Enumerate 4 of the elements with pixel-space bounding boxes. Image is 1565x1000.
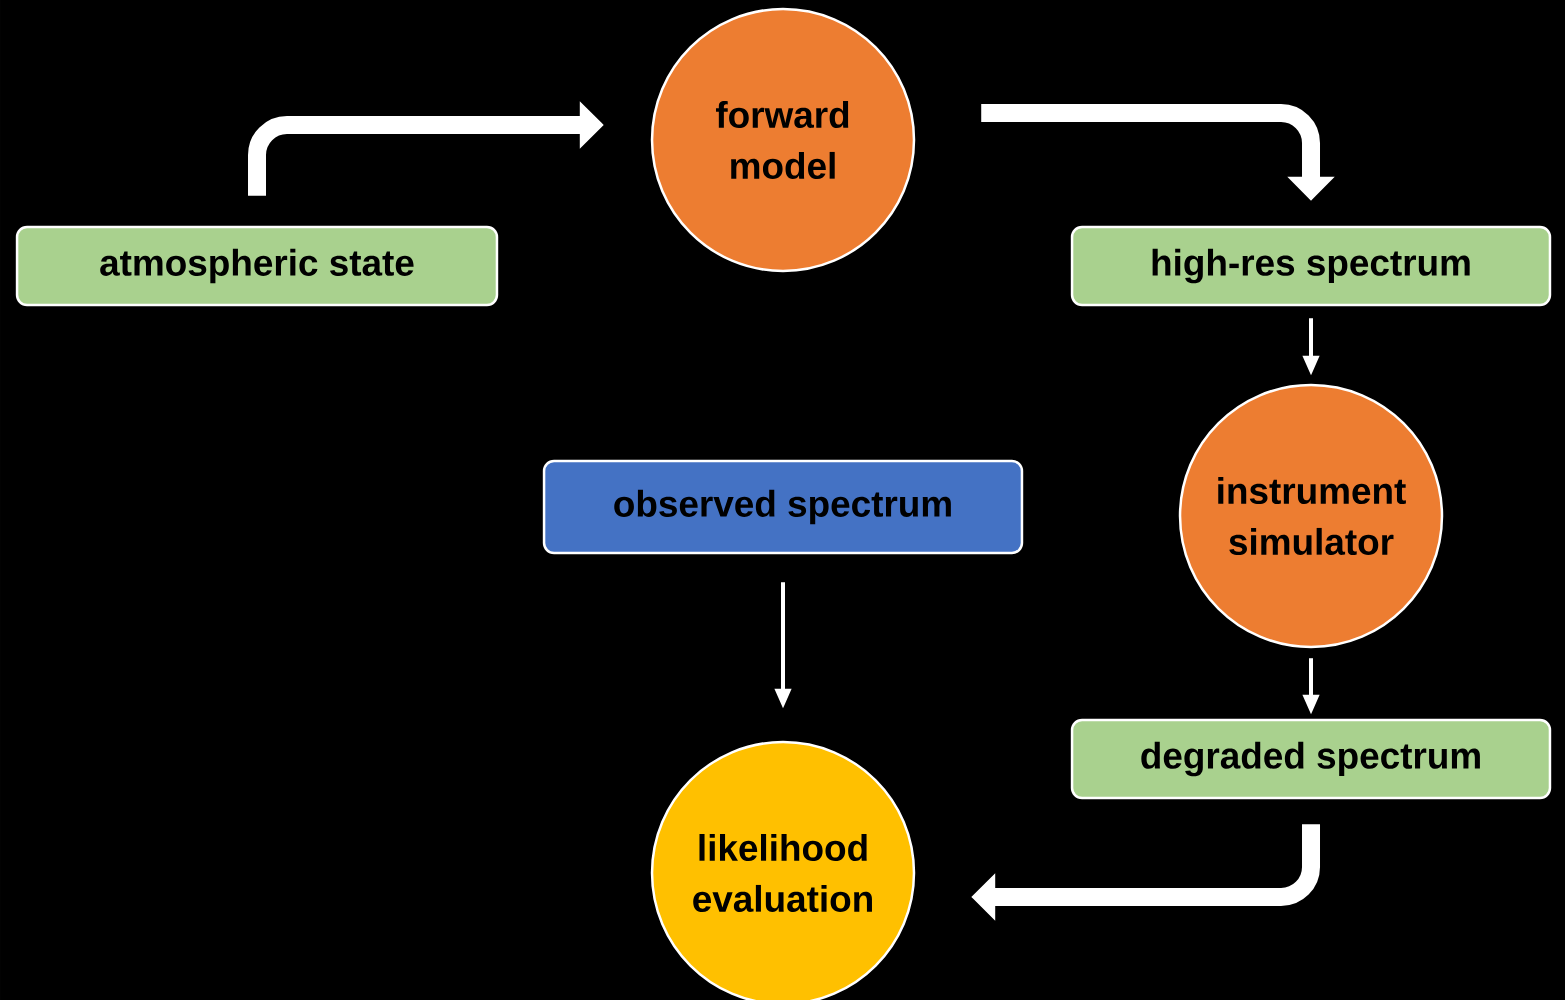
spectrum-box: observed spectrum bbox=[542, 459, 1024, 555]
state-box: atmospheric state bbox=[15, 225, 499, 307]
spectrum-box: degraded spectrum bbox=[1070, 718, 1552, 800]
spectrum-box: high-res spectrum bbox=[1070, 225, 1552, 307]
